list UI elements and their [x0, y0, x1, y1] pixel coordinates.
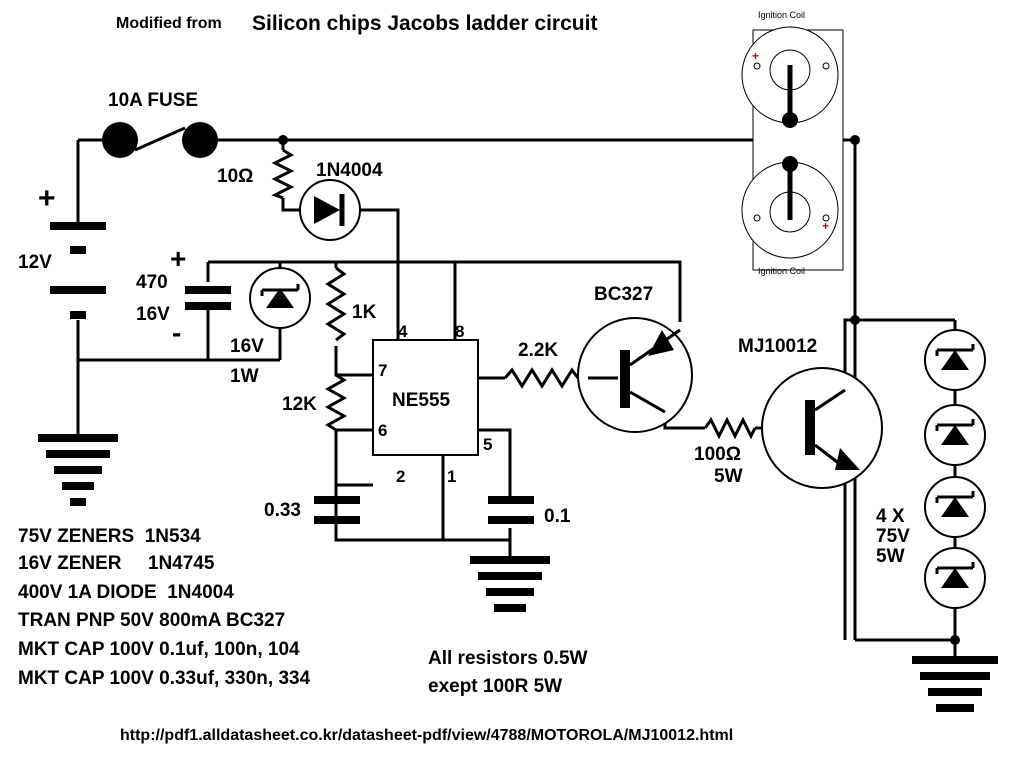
ic-pin-7: 7 [378, 361, 387, 380]
zener-stack-watts: 5W [876, 546, 905, 567]
battery-plus: + [38, 182, 56, 215]
ignition-coils [741, 26, 844, 271]
resistor-symbols [271, 148, 757, 440]
transistor-bc327 [577, 317, 693, 433]
resistor-note-1: All resistors 0.5W [428, 648, 588, 669]
coil-bottom-label: Ignition Coil [758, 266, 805, 276]
resistor-10-label: 10Ω [217, 166, 253, 187]
battery-symbol [50, 222, 106, 319]
coil-top-plus: + [752, 49, 759, 63]
zener16-watts: 1W [230, 366, 259, 387]
cap470-plus: + [170, 243, 186, 274]
diode-label: 1N4004 [316, 160, 383, 181]
coil-bottom-plus: + [822, 219, 829, 233]
capacitors-timing [314, 496, 534, 524]
resistor-22k-label: 2.2K [518, 340, 558, 361]
mj10012-label: MJ10012 [738, 336, 817, 357]
title-main: Silicon chips Jacobs ladder circuit [252, 12, 597, 35]
ic-pin-4: 4 [398, 322, 408, 341]
parts-list-item: TRAN PNP 50V 800mA BC327 [18, 610, 285, 631]
bc327-label: BC327 [594, 284, 653, 305]
coil-top-label: Ignition Coil [758, 10, 805, 20]
transistor-mj10012 [761, 367, 883, 489]
datasheet-url: http://pdf1.alldatasheet.co.kr/datasheet… [120, 727, 733, 744]
cap470-minus: - [172, 317, 181, 348]
cap01-label: 0.1 [544, 506, 571, 527]
parts-list-item: 16V ZENER 1N4745 [18, 553, 215, 574]
junction-dots [278, 135, 960, 645]
ic-pin-5: 5 [483, 435, 492, 454]
title-prefix: Modified from [116, 15, 222, 32]
zener-stack-count: 4 X [876, 506, 905, 527]
resistor-12k-label: 12K [282, 394, 317, 415]
battery-label: 12V [18, 252, 52, 273]
fuse-symbol [102, 122, 218, 158]
resistor-1k-label: 1K [352, 302, 377, 323]
ic-pin-2: 2 [396, 467, 405, 486]
ic-pin-8: 8 [455, 322, 464, 341]
ne555-chip [372, 339, 479, 456]
zener-stack-75v [924, 329, 986, 609]
cap033-label: 0.33 [264, 500, 301, 521]
resistor-note-2: exept 100R 5W [428, 676, 562, 697]
zener16-volts: 16V [230, 336, 264, 357]
resistor-100-label: 100Ω [694, 444, 741, 465]
diode-1n4004 [299, 179, 361, 241]
ic-name: NE555 [392, 390, 451, 411]
capacitor-470 [185, 286, 231, 310]
zener-16v [249, 267, 311, 329]
cap470-value: 470 [136, 272, 168, 293]
ic-pin-6: 6 [378, 421, 387, 440]
ic-pin-1: 1 [447, 467, 456, 486]
zener-stack-volts: 75V [876, 526, 910, 547]
parts-list-item: MKT CAP 100V 0.1uf, 100n, 104 [18, 639, 300, 660]
wires [76, 138, 957, 642]
fuse-label: 10A FUSE [108, 90, 198, 111]
resistor-100-watts: 5W [714, 466, 743, 487]
parts-list-item: 75V ZENERS 1N534 [18, 526, 201, 547]
parts-list-item: MKT CAP 100V 0.33uf, 330n, 334 [18, 668, 311, 689]
parts-list-item: 400V 1A DIODE 1N4004 [18, 582, 234, 603]
cap470-voltage: 16V [136, 304, 170, 325]
